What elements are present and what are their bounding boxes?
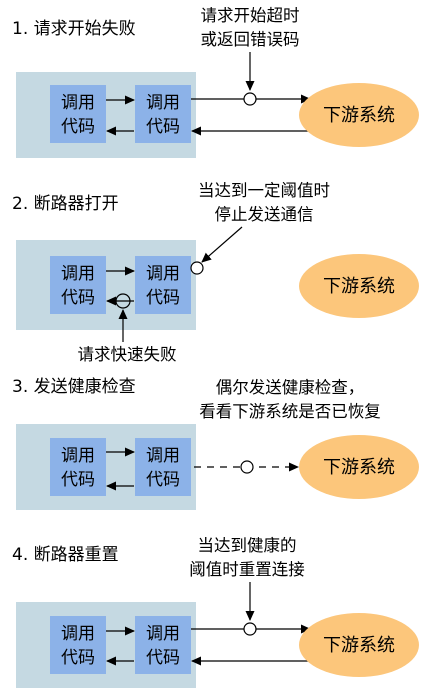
caller-code-line-2: 代码 bbox=[61, 648, 95, 668]
half-open-breaker-icon bbox=[240, 460, 254, 474]
caller-code-line-2: 代码 bbox=[61, 288, 95, 308]
step-3: 3. 发送健康检查 偶尔发送健康检查， 看看下游系统是否已恢复 调用 代码 调用… bbox=[12, 377, 419, 510]
step-note-line-1: 当达到一定阈值时 bbox=[198, 181, 330, 200]
downstream-system bbox=[299, 83, 419, 147]
caller-code-line-1: 调用 bbox=[61, 624, 95, 644]
downstream-label: 下游系统 bbox=[323, 276, 395, 297]
step-note-line-2: 阈值时重置连接 bbox=[189, 560, 305, 579]
note-pointer-arrow bbox=[201, 226, 243, 263]
step-2: 2. 断路器打开 当达到一定阈值时 停止发送通信 调用 代码 调用 代码 请求快… bbox=[12, 181, 419, 364]
step-note-line-2: 或返回错误码 bbox=[201, 30, 300, 49]
callee-code-line-2: 代码 bbox=[146, 117, 180, 137]
caller-code-box bbox=[50, 85, 106, 143]
callee-code-box bbox=[135, 85, 191, 143]
circuit-breaker-icon bbox=[243, 92, 257, 106]
callee-code-line-2: 代码 bbox=[146, 648, 180, 668]
caller-code-line-2: 代码 bbox=[61, 117, 95, 137]
downstream-system bbox=[299, 613, 419, 677]
step-title: 4. 断路器重置 bbox=[12, 545, 119, 565]
downstream-label: 下游系统 bbox=[323, 105, 395, 126]
fast-fail-breaker-icon bbox=[115, 293, 131, 309]
callee-code-box bbox=[135, 438, 191, 496]
closed-breaker-icon bbox=[243, 622, 257, 636]
step-title: 3. 发送健康检查 bbox=[12, 377, 136, 397]
callee-code-line-1: 调用 bbox=[146, 264, 180, 284]
caller-code-box bbox=[50, 256, 106, 314]
downstream-system bbox=[299, 254, 419, 318]
callee-code-line-1: 调用 bbox=[146, 446, 180, 466]
step-4: 4. 断路器重置 当达到健康的 阈值时重置连接 调用 代码 调用 代码 下游系统 bbox=[12, 536, 419, 688]
callee-code-line-2: 代码 bbox=[146, 470, 180, 490]
open-breaker-icon bbox=[190, 261, 204, 275]
callee-code-line-2: 代码 bbox=[146, 288, 180, 308]
downstream-label: 下游系统 bbox=[323, 457, 395, 478]
step-note-line-2: 停止发送通信 bbox=[215, 205, 314, 224]
caller-code-line-2: 代码 bbox=[61, 470, 95, 490]
caller-code-line-1: 调用 bbox=[61, 446, 95, 466]
downstream-system bbox=[299, 435, 419, 499]
step-note-line-1: 当达到健康的 bbox=[198, 536, 297, 555]
callee-code-line-1: 调用 bbox=[146, 624, 180, 644]
caller-code-line-1: 调用 bbox=[61, 93, 95, 113]
caller-code-box bbox=[50, 438, 106, 496]
fast-fail-note: 请求快速失败 bbox=[78, 345, 177, 364]
callee-code-box bbox=[135, 616, 191, 674]
downstream-label: 下游系统 bbox=[323, 635, 395, 656]
step-note-line-2: 看看下游系统是否已恢复 bbox=[199, 402, 381, 421]
callee-code-box bbox=[135, 256, 191, 314]
step-title: 2. 断路器打开 bbox=[12, 194, 119, 214]
caller-code-box bbox=[50, 616, 106, 674]
callee-code-line-1: 调用 bbox=[146, 93, 180, 113]
caller-code-line-1: 调用 bbox=[61, 264, 95, 284]
step-note-line-1: 偶尔发送健康检查， bbox=[216, 378, 365, 397]
step-1: 1. 请求开始失败 请求开始超时 或返回错误码 调用 代码 调用 代码 下游系统 bbox=[12, 6, 419, 158]
step-note-line-1: 请求开始超时 bbox=[201, 6, 300, 25]
step-title: 1. 请求开始失败 bbox=[12, 19, 136, 39]
